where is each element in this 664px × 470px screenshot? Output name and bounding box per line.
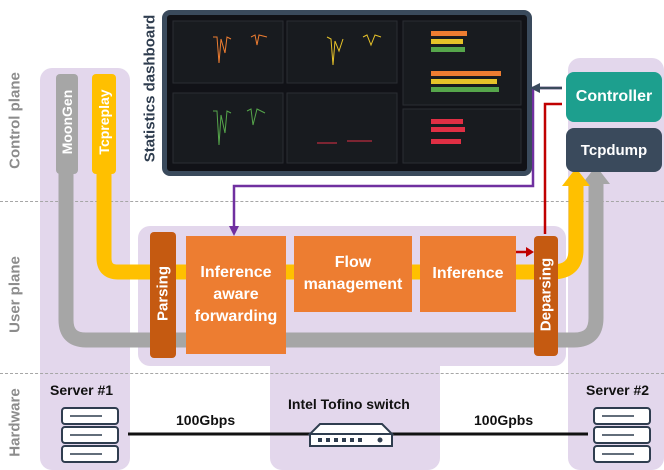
statistics-dashboard[interactable]	[162, 10, 532, 176]
yellow-arrowhead	[562, 168, 590, 186]
red-arrowhead	[526, 247, 534, 257]
inference-aware-forwarding-box[interactable]: Inference aware forwarding	[186, 236, 286, 354]
tcpdump-label: Tcpdump	[580, 141, 648, 159]
link-right-label: 100Gpbs	[474, 412, 534, 428]
gray-arrowhead	[582, 166, 610, 184]
separator-user-hardware	[0, 373, 664, 374]
moongen-pill[interactable]: MoonGen	[56, 74, 78, 174]
switch-label: Intel Tofino switch	[288, 396, 410, 412]
link-left-label: 100Gbps	[176, 412, 236, 428]
server2-icon	[593, 407, 651, 463]
separator-control-user	[0, 201, 664, 202]
server1-icon	[61, 407, 119, 463]
controller-label: Controller	[575, 88, 653, 105]
parsing-block[interactable]: Parsing	[150, 232, 176, 358]
tcpreplay-label: Tcpreplay	[96, 89, 112, 155]
parsing-label: Parsing	[154, 265, 172, 322]
flow-management-label: Flow management	[303, 254, 403, 293]
dashboard-thumbnail	[172, 20, 522, 164]
switch-hw-region	[270, 360, 440, 470]
inference-label: Inference	[432, 265, 504, 282]
switch-icon	[307, 423, 395, 447]
gray-flow-path	[58, 150, 604, 348]
inference-box[interactable]: Inference	[420, 236, 516, 312]
red-flow-path	[543, 102, 562, 234]
deparsing-block[interactable]: Deparsing	[534, 236, 558, 356]
tcpreplay-pill[interactable]: Tcpreplay	[92, 74, 116, 174]
server2-region	[568, 58, 664, 470]
purple-arrowhead-down	[229, 226, 239, 236]
deparsing-label: Deparsing	[537, 257, 555, 332]
controller-box[interactable]: Controller	[566, 72, 662, 122]
server2-label: Server #2	[586, 382, 650, 398]
moongen-label: MoonGen	[59, 89, 75, 155]
dashboard-arrowhead	[530, 83, 540, 93]
flow-management-box[interactable]: Flow management	[294, 236, 412, 312]
tcpdump-box[interactable]: Tcpdump	[566, 128, 662, 172]
inference-aware-forwarding-label: Inference aware forwarding	[194, 264, 278, 325]
server1-label: Server #1	[50, 382, 114, 398]
dashboard-title: Statistics dashboard	[141, 14, 159, 163]
